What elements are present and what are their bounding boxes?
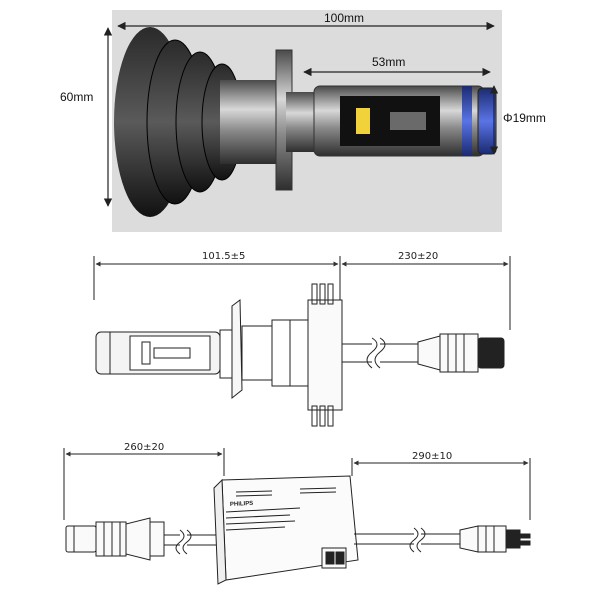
output-cable-label: 290±10	[412, 451, 452, 462]
diameter-label: Φ19mm	[503, 111, 546, 125]
led-body	[313, 85, 497, 157]
photo-panel: 100mm 60mm 53mm Φ19mm	[60, 10, 546, 232]
driver-drawing	[63, 448, 531, 585]
heatsink-fins	[114, 27, 280, 217]
length-label: 100mm	[324, 11, 364, 25]
height-label: 60mm	[60, 90, 93, 104]
input-cable-label: 260±20	[124, 442, 164, 453]
cable-length-label: 230±20	[398, 251, 438, 262]
led-length-label: 53mm	[372, 55, 405, 69]
bulb-drawing	[93, 256, 511, 427]
driver-brand-label: PHILIPS	[230, 501, 254, 508]
bulb-length-label: 101.5±5	[202, 251, 245, 262]
base-plate	[275, 49, 316, 191]
